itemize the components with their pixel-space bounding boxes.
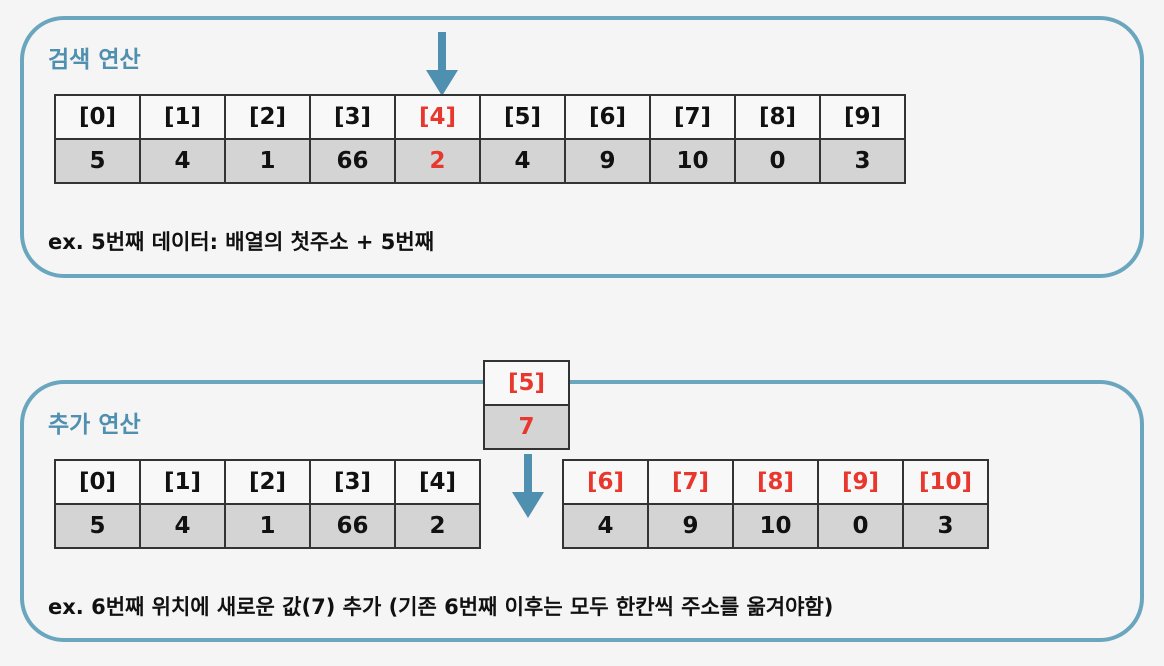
index-cell: [0]	[54, 459, 141, 505]
value-cell: 9	[647, 503, 734, 549]
value-cell: 1	[224, 138, 311, 184]
value-cell: 4	[562, 503, 649, 549]
value-cell: 66	[309, 503, 396, 549]
array-column: [0]5	[54, 459, 141, 549]
new-cell: [5] 7	[483, 360, 570, 450]
array-column: [9]3	[819, 94, 906, 184]
value-cell: 0	[734, 138, 821, 184]
insert-panel-title: 추가 연산	[48, 412, 141, 438]
search-array: [0]5[1]4[2]1[3]66[4]2[5]4[6]9[7]10[8]0[9…	[54, 94, 906, 184]
array-column: [0]5	[54, 94, 141, 184]
value-cell: 2	[394, 503, 481, 549]
index-cell: [8]	[734, 94, 821, 140]
value-cell: 4	[479, 138, 566, 184]
array-column: [3]66	[309, 459, 396, 549]
array-column: [1]4	[139, 94, 226, 184]
array-column: [10]3	[902, 459, 989, 549]
index-cell: [7]	[647, 459, 734, 505]
array-column: [6]4	[562, 459, 649, 549]
array-column: [2]1	[224, 94, 311, 184]
index-cell: [4]	[394, 459, 481, 505]
arrow-down-icon	[426, 32, 458, 96]
value-cell: 3	[902, 503, 989, 549]
index-cell: [3]	[309, 94, 396, 140]
value-cell: 9	[564, 138, 651, 184]
new-cell-index: [5]	[483, 360, 570, 406]
value-cell: 5	[54, 138, 141, 184]
array-column: [5]4	[479, 94, 566, 184]
array-column: [4]2	[394, 459, 481, 549]
array-column: [1]4	[139, 459, 226, 549]
array-column: [8]10	[732, 459, 819, 549]
array-column: [8]0	[734, 94, 821, 184]
index-cell: [9]	[817, 459, 904, 505]
array-column: [9]0	[817, 459, 904, 549]
insert-note: ex. 6번째 위치에 새로운 값(7) 추가 (기존 6번째 이후는 모두 한…	[48, 595, 834, 619]
insert-right-array: [6]4[7]9[8]10[9]0[10]3	[562, 459, 989, 549]
index-cell: [3]	[309, 459, 396, 505]
array-column: [7]10	[649, 94, 736, 184]
index-cell: [6]	[564, 94, 651, 140]
array-column: [3]66	[309, 94, 396, 184]
value-cell: 10	[649, 138, 736, 184]
value-cell: 3	[819, 138, 906, 184]
array-column: [6]9	[564, 94, 651, 184]
search-panel-title: 검색 연산	[48, 47, 141, 73]
array-column: [2]1	[224, 459, 311, 549]
value-cell: 4	[139, 138, 226, 184]
index-cell: [6]	[562, 459, 649, 505]
insert-left-array: [0]5[1]4[2]1[3]66[4]2	[54, 459, 481, 549]
value-cell: 0	[817, 503, 904, 549]
index-cell: [2]	[224, 459, 311, 505]
index-cell: [2]	[224, 94, 311, 140]
index-cell: [10]	[902, 459, 989, 505]
value-cell: 10	[732, 503, 819, 549]
value-cell: 4	[139, 503, 226, 549]
index-cell: [4]	[394, 94, 481, 140]
index-cell: [5]	[479, 94, 566, 140]
value-cell: 66	[309, 138, 396, 184]
search-note: ex. 5번째 데이터: 배열의 첫주소 + 5번째	[48, 230, 435, 254]
array-column: [7]9	[647, 459, 734, 549]
value-cell: 2	[394, 138, 481, 184]
arrow-down-icon	[512, 454, 544, 518]
index-cell: [7]	[649, 94, 736, 140]
array-column: [4]2	[394, 94, 481, 184]
index-cell: [9]	[819, 94, 906, 140]
value-cell: 1	[224, 503, 311, 549]
new-cell-value: 7	[483, 404, 570, 450]
index-cell: [0]	[54, 94, 141, 140]
value-cell: 5	[54, 503, 141, 549]
index-cell: [1]	[139, 459, 226, 505]
index-cell: [8]	[732, 459, 819, 505]
index-cell: [1]	[139, 94, 226, 140]
new-cell-column: [5] 7	[483, 360, 570, 450]
